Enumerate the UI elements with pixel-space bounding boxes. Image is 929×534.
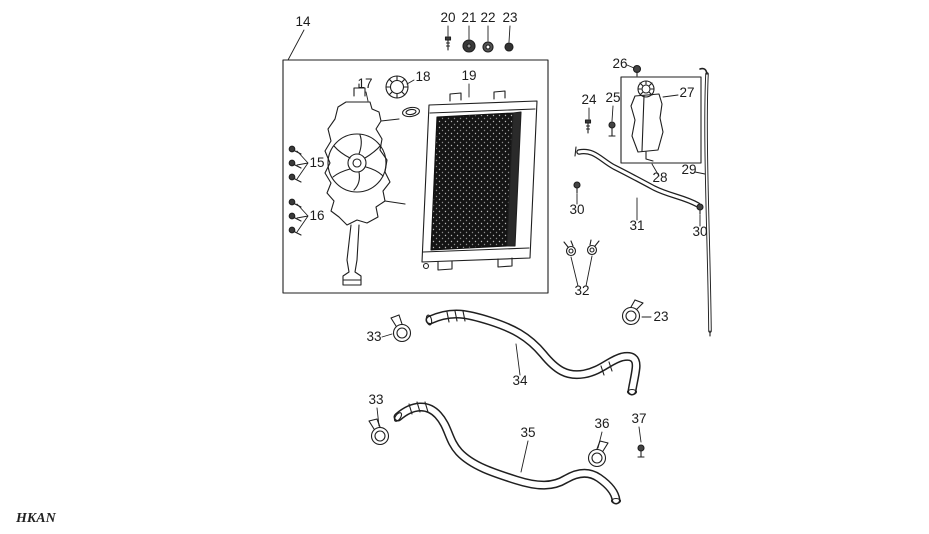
screw-set-15	[288, 145, 302, 183]
top-fasteners	[444, 36, 514, 53]
fan-blade	[353, 171, 360, 191]
radiator-top-bracket	[493, 90, 506, 100]
reservoir-outlet	[645, 151, 654, 162]
callout-17: 17	[357, 76, 372, 91]
watermark-text: HKAN	[15, 511, 57, 526]
callout-23-mid: 23	[653, 309, 668, 324]
hose-clamp-23-mid	[621, 299, 644, 326]
callout-labels: 14 20 21 22 23 17 18 19 15 16 26 27 24 2…	[295, 10, 707, 440]
callout-31: 31	[629, 218, 644, 233]
callout-29: 29	[681, 162, 696, 177]
callout-24: 24	[581, 92, 597, 107]
callout-16: 16	[309, 208, 324, 223]
callout-37: 37	[631, 411, 646, 426]
callout-30-left: 30	[569, 202, 584, 217]
callout-30-right: 30	[692, 224, 707, 239]
callout-20: 20	[440, 10, 455, 25]
callout-33-lower: 33	[368, 392, 383, 407]
radiator-foot	[437, 260, 453, 271]
callout-19: 19	[461, 68, 476, 83]
drain-petcock	[422, 262, 430, 270]
hose-clamp-33-upper	[390, 314, 412, 343]
fan-blade	[365, 166, 384, 177]
fan-blade	[333, 145, 351, 159]
radiator-top-bracket	[449, 92, 462, 102]
nut-23-icon	[504, 42, 514, 52]
reservoir-box	[620, 76, 702, 164]
callout-27: 27	[679, 85, 694, 100]
callout-22: 22	[480, 10, 495, 25]
hose-clip-30-right	[696, 203, 704, 215]
main-assembly-box	[282, 59, 549, 294]
callout-33-upper: 33	[366, 329, 381, 344]
fan-blade	[332, 168, 351, 178]
callout-18: 18	[415, 69, 430, 84]
reservoir-tank-body	[630, 93, 664, 153]
drain-rod	[699, 67, 712, 337]
diagram-line-art	[282, 25, 712, 505]
hose-clip-30-left	[573, 181, 581, 194]
overflow-hose-31	[574, 146, 701, 208]
filler-neck-gasket	[402, 106, 420, 118]
reservoir-assembly	[620, 64, 702, 164]
upper-radiator-hose-34	[425, 309, 641, 396]
callout-35: 35	[520, 425, 535, 440]
callout-36: 36	[594, 416, 609, 431]
callout-25: 25	[605, 90, 620, 105]
callout-34: 34	[512, 373, 528, 388]
lower-radiator-hose-35	[393, 401, 622, 505]
radiator-foot	[497, 257, 513, 268]
fan-shroud-assembly	[324, 83, 406, 286]
spring-clamps-32	[563, 239, 600, 257]
callout-21: 21	[461, 10, 476, 25]
callout-23-top: 23	[502, 10, 517, 25]
callout-26: 26	[612, 56, 627, 71]
fan-blade	[364, 144, 382, 159]
radiator	[421, 90, 538, 271]
clip-25-icon	[608, 121, 616, 129]
callout-15: 15	[309, 155, 324, 170]
plug-37	[637, 444, 645, 458]
radiator-tank-edge	[506, 111, 522, 247]
callout-14: 14	[295, 14, 311, 29]
callout-28: 28	[652, 170, 667, 185]
screw-set-16	[288, 198, 302, 236]
radiator-core	[430, 112, 514, 251]
radiator-cap	[385, 75, 420, 118]
leader-lines	[287, 25, 706, 473]
fastener-24-25	[584, 119, 616, 137]
fan-blade	[358, 134, 362, 155]
callout-32: 32	[574, 283, 589, 298]
hose-clamp-36	[587, 440, 609, 468]
